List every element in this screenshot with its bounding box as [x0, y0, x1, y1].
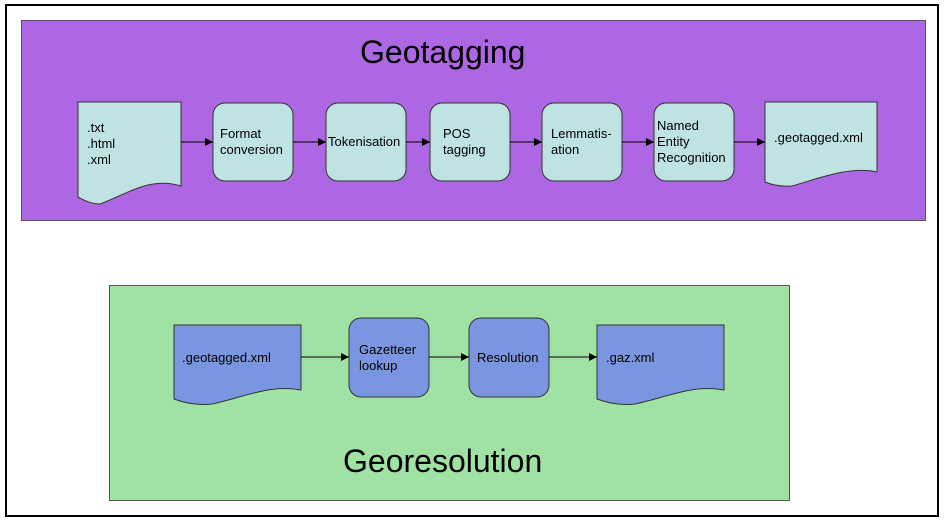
lemmatisation-label: Lemmatis- ation: [551, 126, 612, 157]
input-document-shape: [77, 101, 182, 205]
ner-label: Named Entity Recognition: [657, 118, 726, 165]
geotagged-output-label: .geotagged.xml: [774, 130, 863, 145]
tokenisation-label: Tokenisation: [328, 134, 401, 149]
gazetteer-lookup-label: Gazetteer lookup: [359, 342, 417, 373]
pos-tagging-label: POS tagging: [443, 126, 486, 157]
georesolution-title: Georesolution: [343, 443, 543, 479]
resolution-label: Resolution: [477, 350, 539, 365]
georesolution-input-document-shape: [173, 324, 302, 405]
georesolution-input-label: .geotagged.xml: [182, 350, 271, 365]
gaz-output-document-shape: [596, 324, 725, 405]
geotagged-output-document-shape: [764, 101, 878, 187]
input-document-label: .txt .html .xml: [87, 120, 116, 167]
gaz-output-label: .gaz.xml: [606, 350, 655, 365]
geotagging-title: Geotagging: [360, 34, 526, 70]
format-conversion-label: Format conversion: [220, 126, 283, 157]
